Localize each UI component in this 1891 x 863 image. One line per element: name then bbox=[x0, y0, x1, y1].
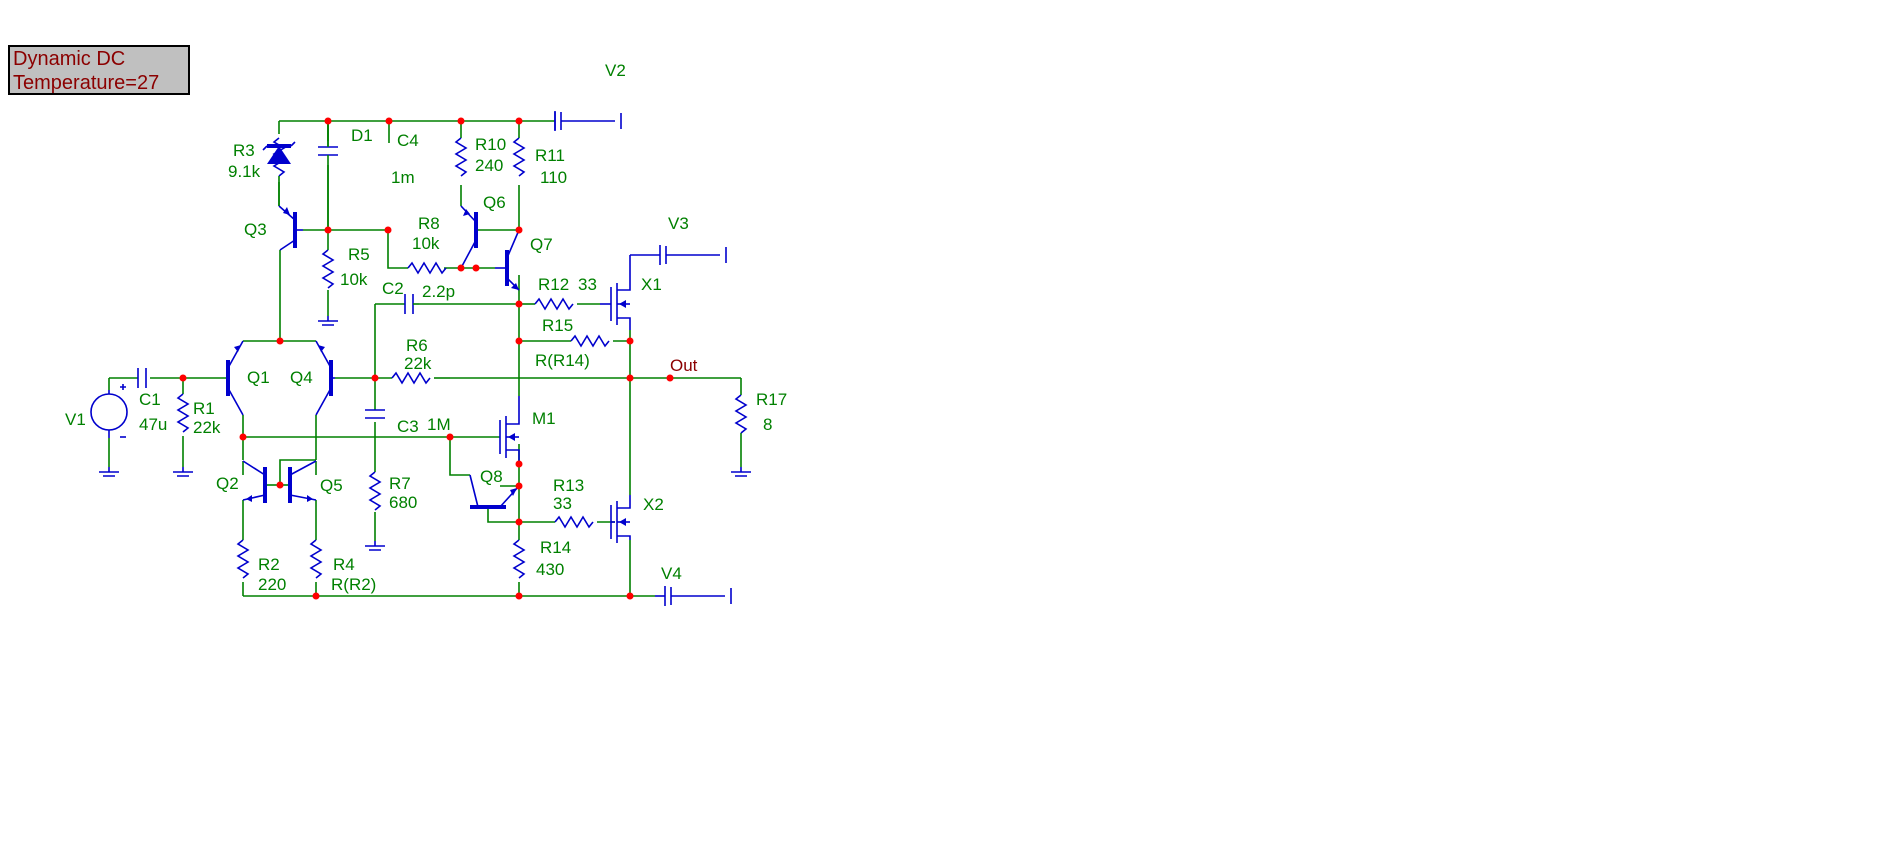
label-q5: Q5 bbox=[320, 476, 343, 495]
label-v1: V1 bbox=[65, 410, 86, 429]
mosfet-x2[interactable] bbox=[610, 495, 631, 543]
source-v2[interactable] bbox=[554, 111, 622, 131]
label-q7: Q7 bbox=[530, 235, 553, 254]
label-r10: R10 bbox=[475, 135, 506, 154]
label-r17: R17 bbox=[756, 390, 787, 409]
value-r8: 10k bbox=[412, 234, 440, 253]
value-r5: 10k bbox=[340, 270, 368, 289]
source-v1[interactable] bbox=[90, 384, 128, 438]
label-q4: Q4 bbox=[290, 368, 313, 387]
label-r3: R3 bbox=[233, 141, 255, 160]
label-q2: Q2 bbox=[216, 474, 239, 493]
transistor-q6[interactable] bbox=[460, 205, 478, 269]
capacitor-c1[interactable] bbox=[137, 368, 147, 388]
mosfet-m1[interactable] bbox=[499, 396, 520, 464]
value-r14: 430 bbox=[536, 560, 564, 579]
value-r17: 8 bbox=[763, 415, 772, 434]
label-r4: R4 bbox=[333, 555, 355, 574]
value-r12: 33 bbox=[578, 275, 597, 294]
value-r15: R(R14) bbox=[535, 351, 590, 370]
label-r15: R15 bbox=[542, 316, 573, 335]
component-labels: V2 V3 V4 V1 C1 47u R1 22k R3 9.1k D1 C4 … bbox=[65, 61, 787, 594]
value-c2: 2.2p bbox=[422, 282, 455, 301]
label-r14: R14 bbox=[540, 538, 571, 557]
value-r13: 33 bbox=[553, 494, 572, 513]
label-r5: R5 bbox=[348, 245, 370, 264]
label-r13: R13 bbox=[553, 476, 584, 495]
label-r11: R11 bbox=[535, 146, 565, 165]
label-q1: Q1 bbox=[247, 368, 270, 387]
capacitor-c4[interactable] bbox=[318, 121, 338, 175]
transistor-q3[interactable] bbox=[278, 205, 303, 251]
value-r1: 22k bbox=[193, 418, 221, 437]
source-v3[interactable] bbox=[629, 245, 727, 270]
label-c1: C1 bbox=[139, 390, 161, 409]
capacitor-c2[interactable] bbox=[404, 294, 419, 314]
label-c4: C4 bbox=[397, 131, 419, 150]
label-r2: R2 bbox=[258, 555, 280, 574]
net-label-out: Out bbox=[670, 356, 698, 375]
transistor-q5[interactable] bbox=[288, 460, 317, 503]
label-r1: R1 bbox=[193, 399, 215, 418]
transistor-q4[interactable] bbox=[315, 340, 335, 416]
transistor-q1[interactable] bbox=[226, 340, 244, 416]
label-x1: X1 bbox=[641, 275, 662, 294]
ground-symbols bbox=[99, 316, 751, 551]
label-r8: R8 bbox=[418, 214, 440, 233]
label-m1: M1 bbox=[532, 409, 556, 428]
label-q6: Q6 bbox=[483, 193, 506, 212]
analysis-mode: Dynamic DC bbox=[13, 48, 126, 70]
label-q8: Q8 bbox=[480, 467, 503, 486]
label-q3: Q3 bbox=[244, 220, 267, 239]
value-r7: 680 bbox=[389, 493, 417, 512]
junction-nodes bbox=[179, 117, 674, 600]
label-v4: V4 bbox=[661, 564, 682, 583]
label-r6: R6 bbox=[406, 336, 428, 355]
resistors[interactable] bbox=[176, 137, 748, 579]
capacitor-c3[interactable] bbox=[365, 409, 385, 419]
label-r7: R7 bbox=[389, 474, 411, 493]
transistor-q2[interactable] bbox=[242, 460, 267, 503]
label-c3: C3 bbox=[397, 417, 419, 436]
value-r10: 240 bbox=[475, 156, 503, 175]
simulation-status-box: Dynamic DC Temperature=27 bbox=[8, 45, 190, 95]
diode-d1[interactable] bbox=[262, 141, 296, 164]
value-r11: 110 bbox=[540, 168, 567, 187]
value-c3: 1M bbox=[427, 415, 451, 434]
label-v3: V3 bbox=[668, 214, 689, 233]
value-r4: R(R2) bbox=[331, 575, 376, 594]
label-r12: R12 bbox=[538, 275, 569, 294]
transistor-q7[interactable] bbox=[495, 229, 520, 291]
value-c1: 47u bbox=[139, 415, 167, 434]
label-c2: C2 bbox=[382, 279, 404, 298]
label-d1: D1 bbox=[351, 126, 373, 145]
label-v2: V2 bbox=[605, 61, 626, 80]
mosfet-x1[interactable] bbox=[600, 270, 631, 330]
value-r6: 22k bbox=[404, 354, 432, 373]
transistor-q8[interactable] bbox=[469, 474, 520, 509]
value-r2: 220 bbox=[258, 575, 286, 594]
temperature-readout: Temperature=27 bbox=[13, 72, 160, 94]
value-r3: 9.1k bbox=[228, 162, 261, 181]
value-c4: 1m bbox=[391, 168, 415, 187]
source-v4[interactable] bbox=[655, 586, 732, 606]
label-x2: X2 bbox=[643, 495, 664, 514]
